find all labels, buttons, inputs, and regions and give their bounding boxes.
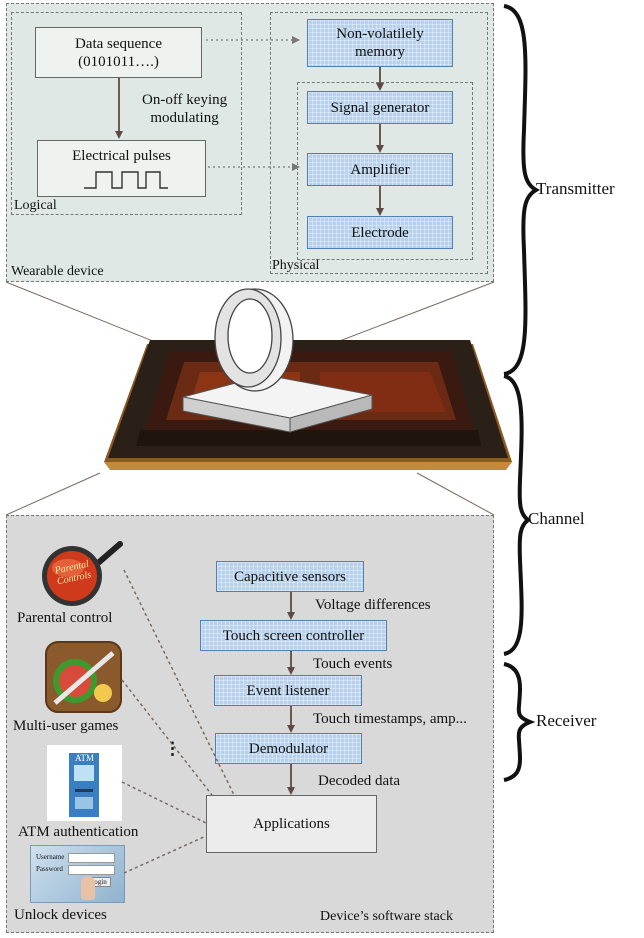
ook-label: On-off keying modulating xyxy=(142,91,227,127)
tablet-icon xyxy=(104,340,512,470)
electrode-label: Electrode xyxy=(351,224,409,241)
transmitter-label: Transmitter xyxy=(536,179,615,198)
demodulator-box: Demodulator xyxy=(215,733,362,764)
magnifier-icon: Parental Controls xyxy=(38,540,123,610)
capacitive-sensors-label: Capacitive sensors xyxy=(233,568,347,585)
channel-brace xyxy=(503,374,532,656)
data-sequence-box: Data sequence (0101011….) xyxy=(35,27,202,78)
touch-events-label: Touch events xyxy=(313,656,393,672)
logical-label: Logical xyxy=(14,198,57,213)
signal-generator-label: Signal generator xyxy=(330,99,430,116)
applications-label: Applications xyxy=(253,816,330,832)
nonvolatile-line1: Non-volatilely xyxy=(336,26,424,42)
ellipsis-icon: ⋮ xyxy=(164,739,181,758)
nonvolatile-memory-box: Non-volatilely memory xyxy=(307,19,453,67)
amplifier-box: Amplifier xyxy=(307,153,453,186)
electrode-box: Electrode xyxy=(307,216,453,249)
unlock-devices-label: Unlock devices xyxy=(14,907,107,923)
physical-panel xyxy=(270,12,488,274)
applications-box: Applications xyxy=(206,795,377,853)
software-stack-label: Device’s software stack xyxy=(320,909,453,924)
electrical-pulses-box: Electrical pulses xyxy=(37,140,206,197)
transmitter-brace xyxy=(503,4,540,376)
electrical-pulses-label: Electrical pulses xyxy=(72,148,171,164)
touch-screen-controller-label: Touch screen controller xyxy=(222,627,365,644)
decoded-data-label: Decoded data xyxy=(318,773,401,789)
ook-line1: On-off keying xyxy=(142,92,228,108)
unlock-username: Username xyxy=(36,853,65,861)
physical-label: Physical xyxy=(272,258,320,273)
multi-user-games-label: Multi-user games xyxy=(13,718,119,734)
atm-icon: ATM xyxy=(47,745,122,821)
unlock-password: Password xyxy=(36,865,63,873)
amplifier-label: Amplifier xyxy=(350,161,410,178)
capacitive-sensors-box: Capacitive sensors xyxy=(216,561,364,592)
logical-panel xyxy=(11,12,242,215)
event-listener-label: Event listener xyxy=(246,682,330,699)
receiver-label: Receiver xyxy=(536,711,597,730)
demodulator-label: Demodulator xyxy=(248,740,329,757)
ook-line2: modulating xyxy=(150,110,219,126)
fruit-game-icon xyxy=(45,641,122,713)
atm-sign: ATM xyxy=(75,753,95,763)
ring-device-icon xyxy=(182,288,373,433)
data-sequence-line2: (0101011….) xyxy=(78,53,159,70)
voltage-differences-label: Voltage differences xyxy=(315,597,431,613)
channel-label: Channel xyxy=(528,509,585,528)
login-screen-icon: Username Password Login xyxy=(30,845,125,903)
event-listener-box: Event listener xyxy=(214,675,362,706)
nonvolatile-line2: memory xyxy=(355,44,405,60)
data-sequence-line1: Data sequence xyxy=(74,35,163,52)
wearable-device-label: Wearable device xyxy=(11,264,104,279)
touch-screen-controller-box: Touch screen controller xyxy=(200,620,387,651)
physical-inner-panel xyxy=(297,82,473,260)
touch-timestamps-label: Touch timestamps, amp... xyxy=(313,711,467,727)
signal-generator-box: Signal generator xyxy=(307,91,453,124)
parental-control-label: Parental control xyxy=(17,610,113,626)
atm-authentication-label: ATM authentication xyxy=(18,824,139,840)
receiver-brace xyxy=(503,662,536,782)
